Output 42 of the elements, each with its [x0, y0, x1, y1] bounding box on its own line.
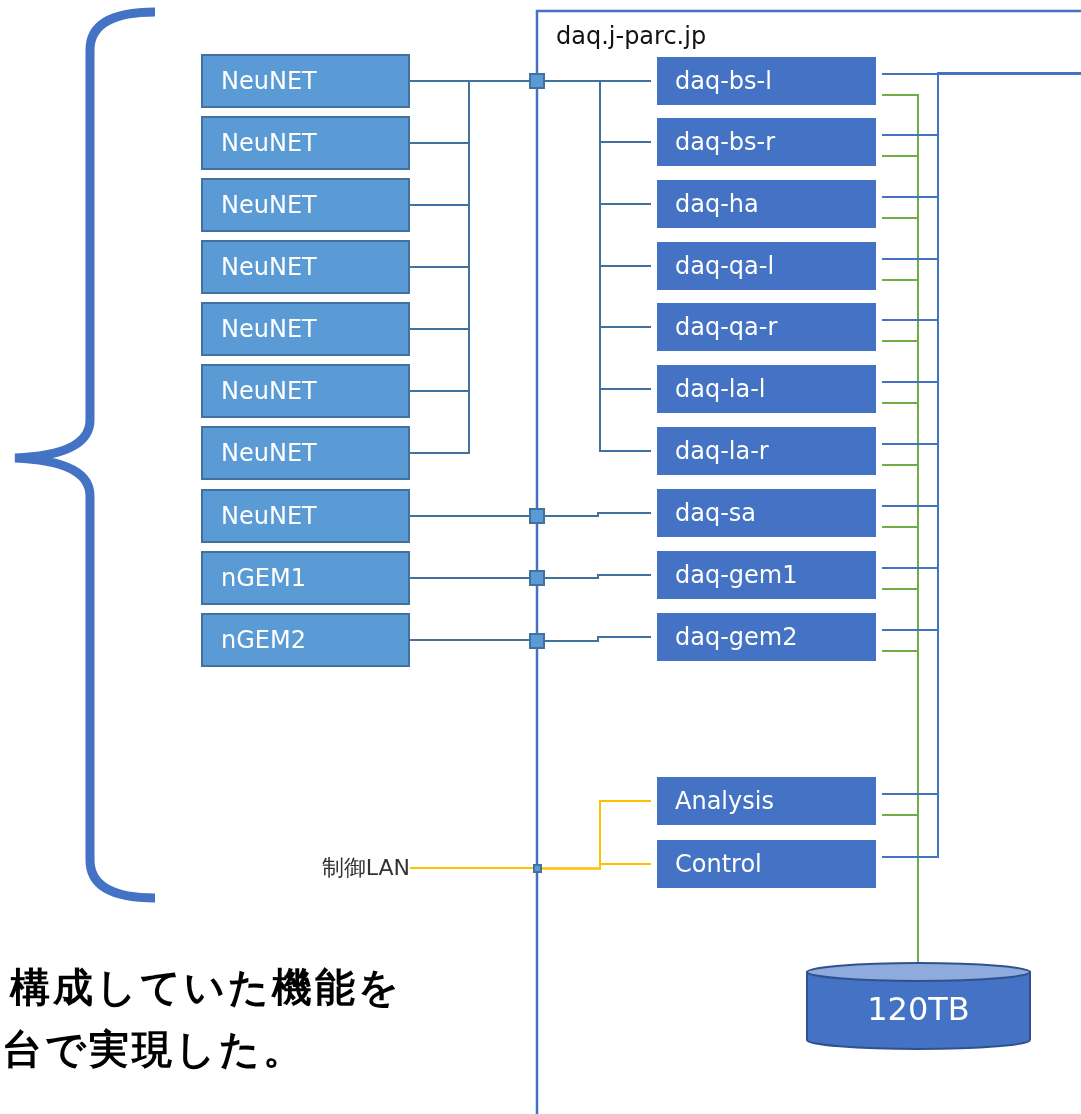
server-box: daq-sa: [657, 489, 876, 537]
server-box: daq-bs-r: [657, 118, 876, 166]
connector-line: [409, 867, 534, 869]
server-box: daq-qa-l: [657, 242, 876, 290]
server-box: Control: [657, 840, 876, 888]
connector-line: [409, 515, 530, 517]
detector-box: NeuNET: [201, 302, 410, 356]
connector-line: [409, 577, 530, 579]
detector-box: NeuNET: [201, 54, 410, 108]
switch-square: [529, 570, 545, 586]
server-box: daq-qa-r: [657, 303, 876, 351]
server-box: daq-la-r: [657, 427, 876, 475]
switch-square: [529, 508, 545, 524]
note-text: 構成していた機能を: [10, 963, 402, 1012]
detector-box: NeuNET: [201, 240, 410, 294]
server-box: daq-ha: [657, 180, 876, 228]
connector-line: [544, 574, 652, 579]
connector-line: [544, 512, 652, 517]
note-text: 台で実現した。: [2, 1025, 306, 1074]
network-label: 制御LAN: [290, 852, 410, 884]
detector-box: NeuNET: [201, 426, 410, 480]
server-box: daq-gem2: [657, 613, 876, 661]
connector-line: [544, 636, 652, 642]
server-box: daq-gem1: [657, 551, 876, 599]
detector-box: NeuNET: [201, 364, 410, 418]
connector-line: [409, 639, 530, 641]
detector-box: nGEM1: [201, 551, 410, 605]
storage-label: 120TB: [866, 990, 971, 1028]
detector-box: NeuNET: [201, 489, 410, 543]
server-box: Analysis: [657, 777, 876, 825]
domain-label: daq.j-parc.jp: [556, 22, 707, 50]
connector-line: [881, 73, 1081, 75]
switch-square: [533, 864, 542, 873]
server-box: daq-bs-l: [657, 57, 876, 105]
connector-line: [541, 863, 652, 870]
server-box: daq-la-l: [657, 365, 876, 413]
detector-box: nGEM2: [201, 613, 410, 667]
detector-box: NeuNET: [201, 116, 410, 170]
switch-square: [529, 73, 545, 89]
connector-line: [881, 814, 919, 963]
detector-box: NeuNET: [201, 178, 410, 232]
switch-square: [529, 633, 545, 649]
